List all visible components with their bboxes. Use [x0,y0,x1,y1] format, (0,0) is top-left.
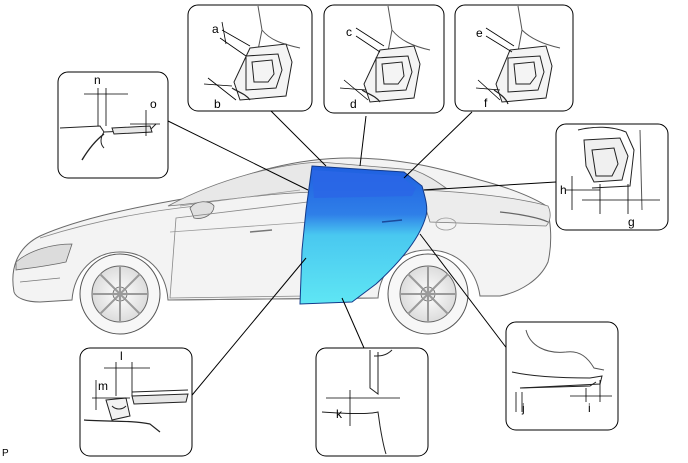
label-i: i [588,401,591,415]
front-wheel [79,253,161,335]
callout-l-m: l m [79,347,193,457]
label-c: c [346,25,352,39]
label-g: g [628,215,635,229]
callout-c-d: c d [323,4,445,114]
label-d: d [350,97,357,111]
callout-g-h: h g [555,123,669,231]
callout-e-f: e f [454,4,574,112]
callout-a-b: a b [187,4,313,112]
label-a: a [212,22,219,36]
rear-wheel [387,253,469,335]
label-j: j [521,401,525,415]
label-e: e [476,26,483,40]
front-door [169,201,309,299]
leader-lines [165,109,557,401]
callout-i-j: j i [505,321,619,431]
label-m: m [98,379,108,393]
car-illustration [12,157,552,335]
label-b: b [214,97,221,111]
label-o: o [150,97,157,111]
rear-door-highlighted [299,165,428,305]
callout-n-o: n o [57,71,169,179]
label-l: l [120,349,123,363]
callout-k: k [315,347,429,457]
figure-code: P [2,448,9,459]
label-f: f [484,96,488,110]
label-n: n [94,73,101,87]
label-k: k [336,407,343,421]
label-h: h [560,183,567,197]
